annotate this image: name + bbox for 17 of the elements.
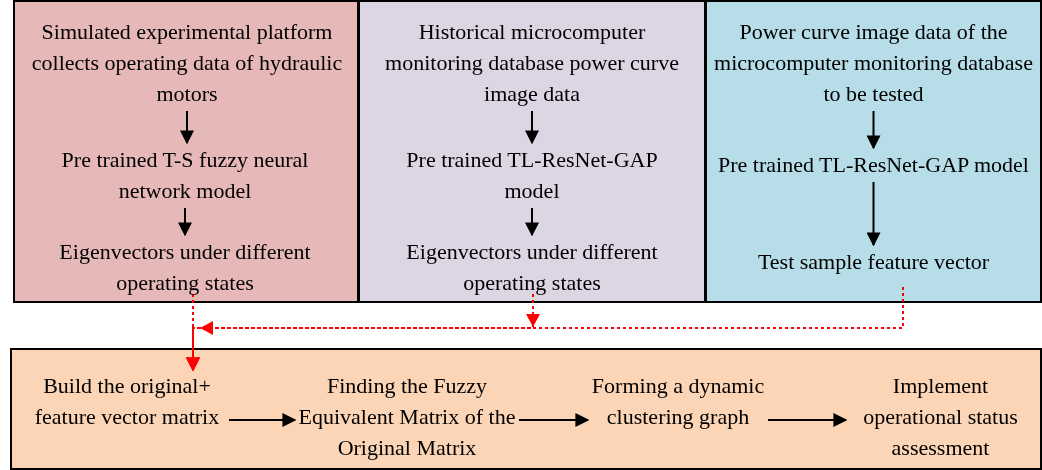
step-text: Test sample feature vector <box>707 246 1040 277</box>
step-text: Forming a dynamic clustering graph <box>590 370 766 432</box>
panel <box>705 0 1042 303</box>
step-text: Pre trained T-S fuzzy neural network model <box>35 144 335 206</box>
panel <box>13 0 359 303</box>
panel <box>358 0 706 303</box>
step-text: Eigenvectors under different operating states <box>372 236 692 298</box>
panel <box>10 348 1042 470</box>
step-text: Historical microcomputer monitoring database power curve image data <box>372 16 692 109</box>
step-text: Pre trained TL-ResNet-GAP model <box>377 144 687 206</box>
step-text: Simulated experimental platform collects operating data of hydraulic motors <box>27 16 347 109</box>
step-text: Eigenvectors under different operating states <box>25 236 345 298</box>
step-text: Finding the Fuzzy Equivalent Matrix of the Original Matrix <box>297 370 517 463</box>
step-text: Implement operational status assessment <box>848 370 1033 463</box>
step-text: Power curve image data of the microcomputer monitoring database to be tested <box>707 16 1040 109</box>
step-text: Build the original+ feature vector matrix <box>27 370 227 432</box>
step-text: Pre trained TL-ResNet-GAP model <box>717 149 1030 180</box>
